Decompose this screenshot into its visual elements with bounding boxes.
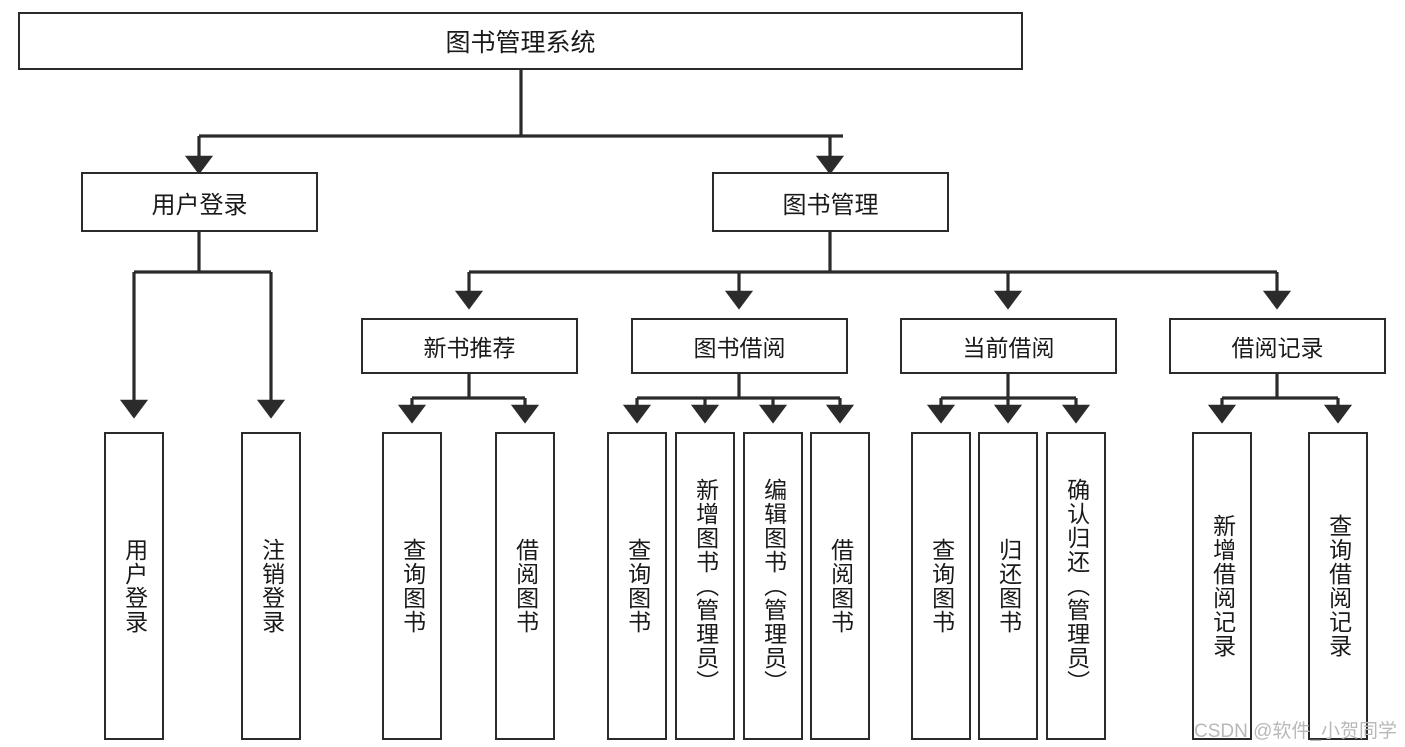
node-leaf-query-book-2-label: 查询图书 [624, 538, 651, 634]
node-leaf-query-record-label: 查询借阅记录 [1325, 514, 1352, 658]
node-leaf-borrow-book-1-label: 借阅图书 [512, 538, 539, 634]
node-leaf-logout-label: 注销登录 [258, 538, 285, 634]
node-book-borrow-label: 图书借阅 [693, 335, 786, 361]
node-leaf-confirm-return[interactable]: 确认归还（管理员） [1046, 432, 1106, 740]
watermark: CSDN @软件_小贺同学 [1194, 721, 1397, 742]
node-root[interactable]: 图书管理系统 [18, 12, 1023, 70]
node-leaf-edit-book-label: 编辑图书（管理员） [760, 478, 787, 694]
node-leaf-user-login-label: 用户登录 [121, 538, 148, 634]
node-leaf-logout[interactable]: 注销登录 [241, 432, 301, 740]
node-leaf-borrow-book-2[interactable]: 借阅图书 [810, 432, 870, 740]
node-current-borrow-label: 当前借阅 [962, 335, 1055, 361]
node-leaf-add-book-label: 新增图书（管理员） [692, 478, 719, 694]
node-leaf-query-book-3[interactable]: 查询图书 [911, 432, 971, 740]
node-leaf-return-book-label: 归还图书 [995, 538, 1022, 634]
node-user-login[interactable]: 用户登录 [81, 172, 318, 232]
node-new-book-rec[interactable]: 新书推荐 [361, 318, 578, 374]
node-leaf-borrow-book-2-label: 借阅图书 [827, 538, 854, 634]
node-leaf-query-book-1[interactable]: 查询图书 [382, 432, 442, 740]
node-current-borrow[interactable]: 当前借阅 [900, 318, 1117, 374]
node-leaf-query-book-3-label: 查询图书 [928, 538, 955, 634]
node-book-manage-label: 图书管理 [782, 191, 879, 219]
node-leaf-add-record-label: 新增借阅记录 [1209, 514, 1236, 658]
node-leaf-edit-book[interactable]: 编辑图书（管理员） [743, 432, 803, 740]
node-leaf-query-record[interactable]: 查询借阅记录 [1308, 432, 1368, 740]
node-leaf-return-book[interactable]: 归还图书 [978, 432, 1038, 740]
node-root-label: 图书管理系统 [445, 29, 596, 57]
node-book-borrow[interactable]: 图书借阅 [631, 318, 848, 374]
node-leaf-borrow-book-1[interactable]: 借阅图书 [495, 432, 555, 740]
node-leaf-query-book-2[interactable]: 查询图书 [607, 432, 667, 740]
node-leaf-add-record[interactable]: 新增借阅记录 [1192, 432, 1252, 740]
node-leaf-add-book[interactable]: 新增图书（管理员） [675, 432, 735, 740]
node-borrow-record[interactable]: 借阅记录 [1169, 318, 1386, 374]
node-user-login-label: 用户登录 [151, 191, 248, 219]
node-leaf-query-book-1-label: 查询图书 [399, 538, 426, 634]
node-book-manage[interactable]: 图书管理 [712, 172, 949, 232]
node-new-book-rec-label: 新书推荐 [423, 335, 516, 361]
node-leaf-user-login[interactable]: 用户登录 [104, 432, 164, 740]
node-borrow-record-label: 借阅记录 [1231, 335, 1324, 361]
node-leaf-confirm-return-label: 确认归还（管理员） [1063, 478, 1090, 694]
